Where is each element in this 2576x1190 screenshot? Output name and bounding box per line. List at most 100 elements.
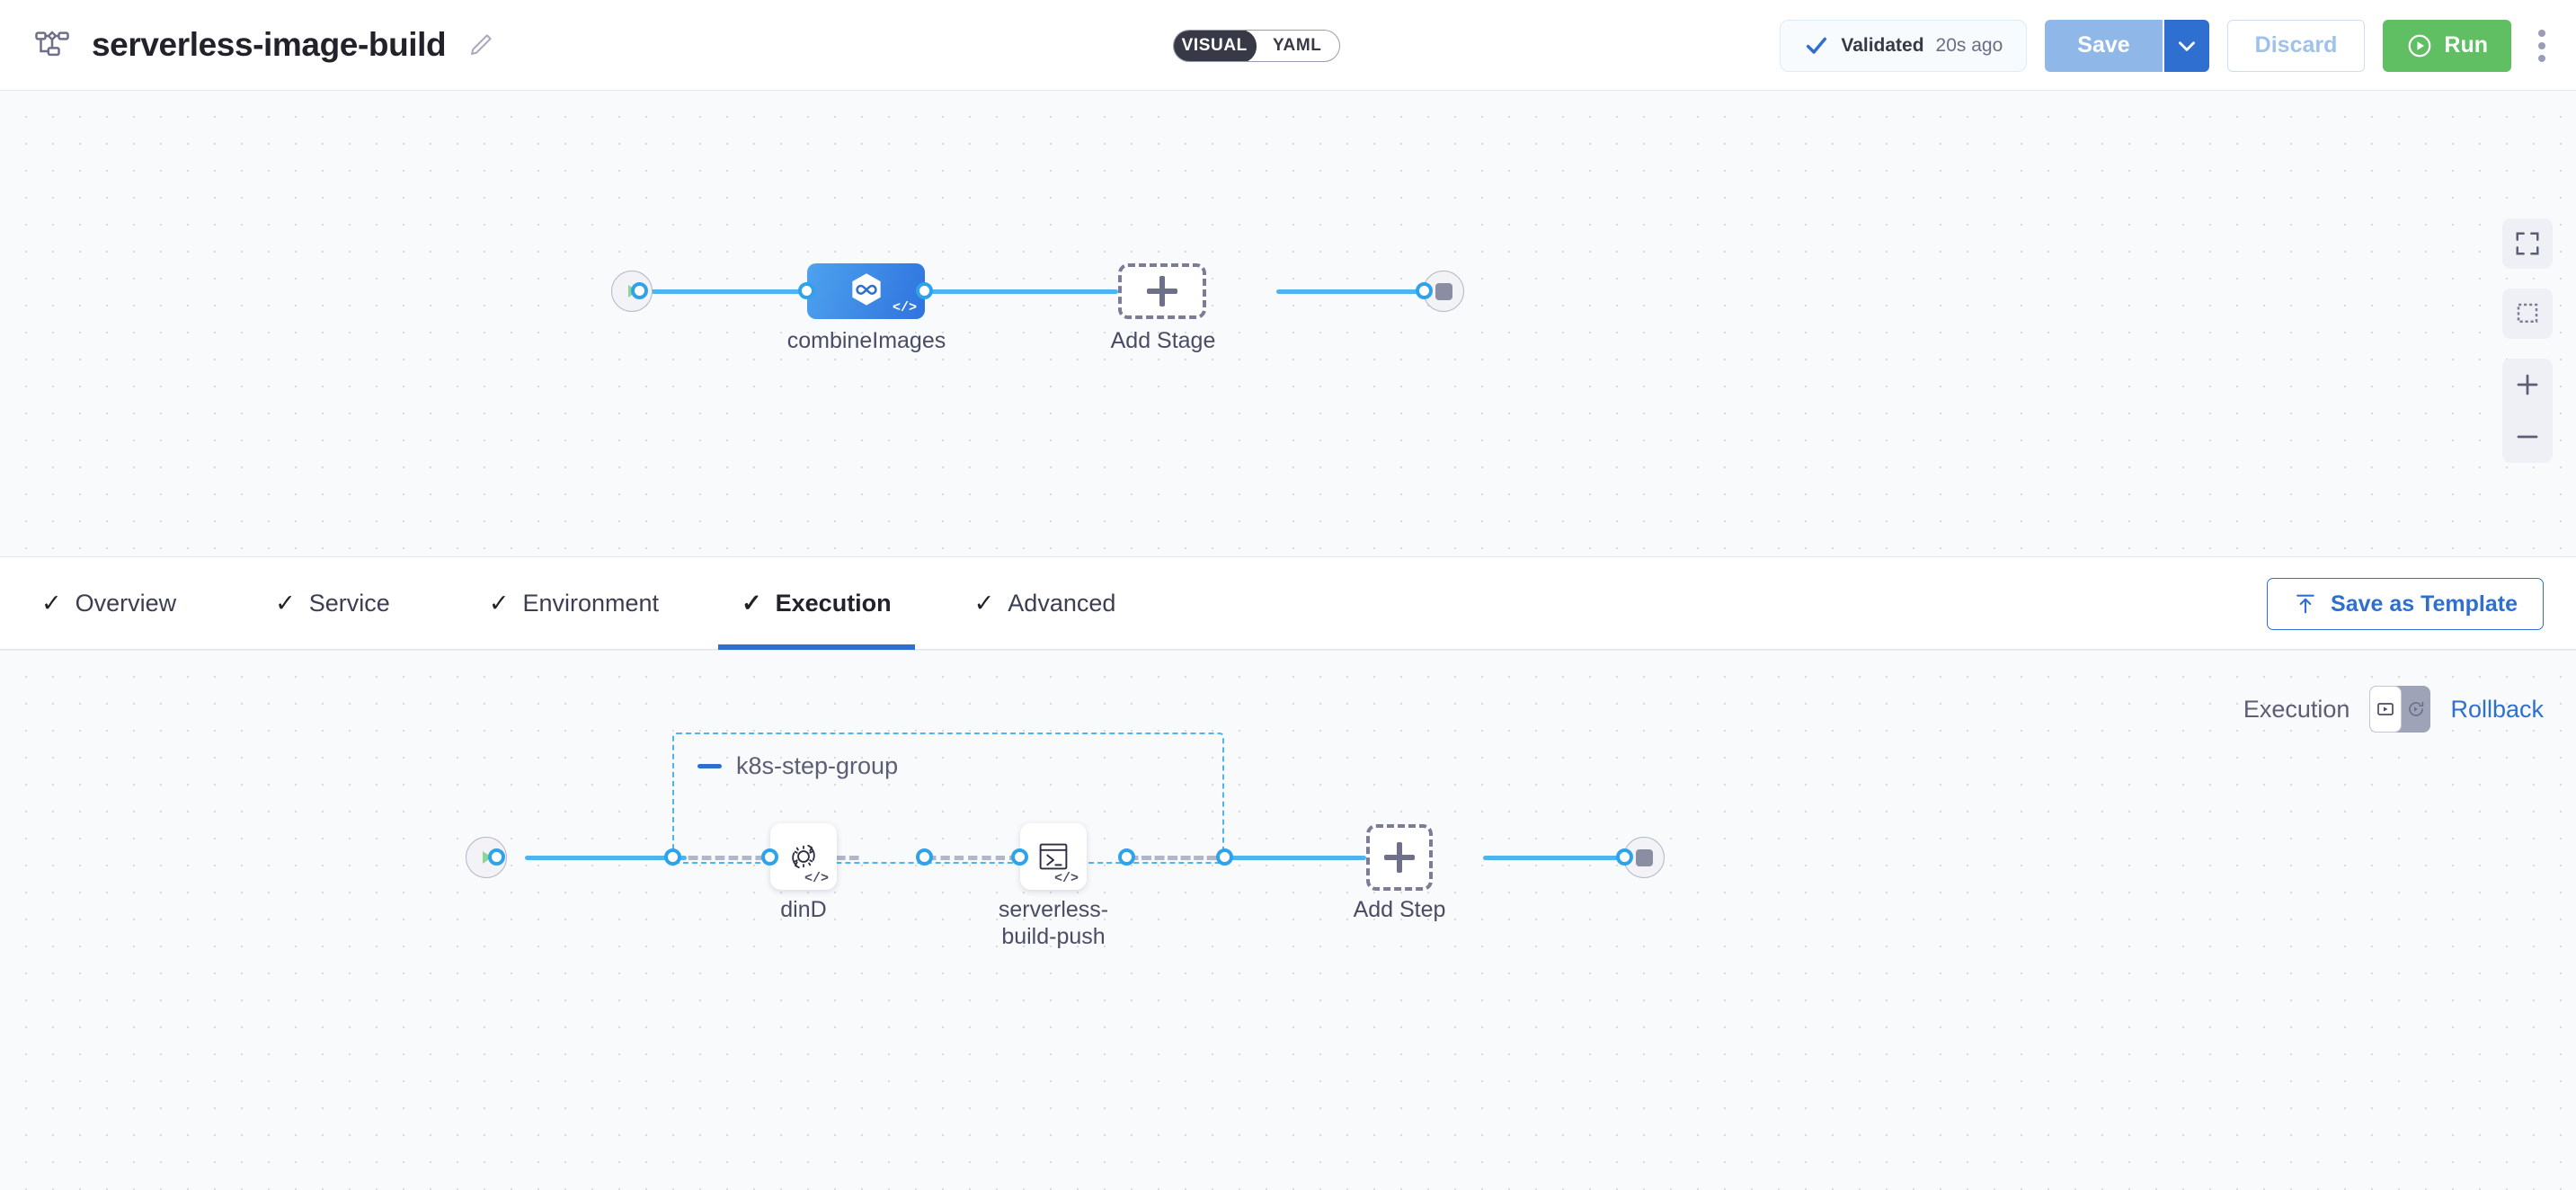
ci-infinity-hexagon-icon xyxy=(851,273,881,306)
add-step-button[interactable] xyxy=(1366,824,1433,891)
step-group-title: k8s-step-group xyxy=(736,752,899,779)
zoom-controls xyxy=(2502,359,2553,463)
view-mode-toggle[interactable]: VISUAL YAML xyxy=(1173,30,1340,62)
chevron-down-icon xyxy=(2178,40,2195,51)
check-icon: ✓ xyxy=(41,589,62,617)
connector-start-to-stage xyxy=(640,289,811,294)
end-node-port[interactable] xyxy=(1416,282,1433,299)
zoom-in-button[interactable] xyxy=(2502,359,2553,411)
tab-service[interactable]: ✓ Service xyxy=(252,556,413,650)
add-step-label: Add Step xyxy=(1353,897,1446,922)
step-group-header[interactable]: k8s-step-group xyxy=(697,752,898,780)
step-start-port[interactable] xyxy=(488,848,505,866)
rollback-label[interactable]: Rollback xyxy=(2450,695,2544,723)
tab-yaml[interactable]: YAML xyxy=(1273,36,1322,55)
tab-advanced[interactable]: ✓ Advanced xyxy=(951,556,1140,650)
selection-tool-button[interactable] xyxy=(2502,289,2553,339)
dind-label: dinD xyxy=(780,897,827,922)
check-icon: ✓ xyxy=(742,589,762,617)
play-circle-icon xyxy=(2409,34,2431,57)
connector-stage-to-add xyxy=(925,289,1118,294)
save-button-group: Save xyxy=(2045,19,2209,72)
execution-toggle-option[interactable] xyxy=(2369,686,2403,733)
execution-rollback-switcher: Execution Rollback xyxy=(2243,686,2544,733)
build-output-port[interactable] xyxy=(1118,848,1135,866)
tab-overview-label: Overview xyxy=(75,589,177,617)
serverless-build-push-label: serverless- build-push xyxy=(964,897,1143,950)
plus-icon xyxy=(2517,374,2538,395)
tab-execution-label: Execution xyxy=(775,589,892,617)
rollback-toggle-option[interactable] xyxy=(2402,686,2430,733)
execution-play-box-icon xyxy=(2377,703,2394,715)
stage-label: combineImages xyxy=(786,328,946,353)
save-as-template-button[interactable]: Save as Template xyxy=(2267,578,2544,630)
tab-service-label: Service xyxy=(308,589,390,617)
stage-code-badge: </> xyxy=(892,300,917,315)
start-node-port[interactable] xyxy=(631,282,648,299)
step-node-serverless-build-push[interactable]: </> xyxy=(1020,823,1087,890)
stage-config-tabs: ✓ Overview ✓ Service ✓ Environment ✓ Exe… xyxy=(0,556,2576,650)
tab-execution[interactable]: ✓ Execution xyxy=(718,556,915,650)
minus-icon xyxy=(2517,435,2538,439)
pencil-icon[interactable] xyxy=(466,30,496,60)
step-graph-canvas[interactable]: k8s-step-group </> dinD xyxy=(0,650,2576,1190)
page-title: serverless-image-build xyxy=(92,26,447,63)
stage-graph-canvas[interactable]: </> combineImages Add Stage xyxy=(0,91,2576,556)
status-badge-validated: Validated 20s ago xyxy=(1780,19,2028,72)
validated-time: 20s ago xyxy=(1935,34,2003,56)
step-node-dind[interactable]: </> xyxy=(770,823,837,890)
plus-icon xyxy=(1147,276,1177,306)
validated-label: Validated xyxy=(1841,34,1924,56)
tab-environment-label: Environment xyxy=(522,589,660,617)
stage-node-combineimages[interactable]: </> xyxy=(807,263,925,319)
upload-template-icon xyxy=(2296,594,2314,614)
kebab-menu-icon[interactable] xyxy=(2524,19,2560,73)
discard-button[interactable]: Discard xyxy=(2226,19,2366,72)
run-label: Run xyxy=(2444,32,2488,58)
tab-environment[interactable]: ✓ Environment xyxy=(466,556,682,650)
stage-output-port[interactable] xyxy=(916,282,933,299)
save-dropdown-button[interactable] xyxy=(2162,19,2209,72)
step-group-fill xyxy=(672,733,1224,864)
label-line-2: build-push xyxy=(1001,923,1106,949)
plus-icon xyxy=(1384,842,1415,873)
zoom-out-button[interactable] xyxy=(2502,411,2553,463)
canvas-controls xyxy=(2502,218,2553,463)
execution-label: Execution xyxy=(2243,695,2350,723)
play-icon xyxy=(483,851,492,864)
add-stage-button[interactable] xyxy=(1118,263,1206,319)
connector-add-to-end xyxy=(1276,289,1447,294)
connector-group-to-addstep xyxy=(1224,856,1366,860)
minus-icon[interactable] xyxy=(697,764,722,768)
dind-input-port[interactable] xyxy=(761,848,778,866)
group-output-port[interactable] xyxy=(1216,848,1233,866)
run-button[interactable]: Run xyxy=(2383,19,2511,72)
fit-to-screen-button[interactable] xyxy=(2502,218,2553,269)
build-input-port[interactable] xyxy=(1011,848,1028,866)
expand-corners-icon xyxy=(2516,232,2539,255)
header-actions: Validated 20s ago Save Discard Run xyxy=(1780,0,2560,91)
pipeline-flow-icon xyxy=(32,25,72,65)
stop-icon xyxy=(1435,282,1452,300)
connector-build-to-groupend xyxy=(1127,856,1224,860)
label-line-1: serverless- xyxy=(998,897,1109,922)
connector-addstep-to-end xyxy=(1483,856,1645,860)
connector-dind-to-build xyxy=(925,856,1061,860)
step-code-badge: </> xyxy=(1053,871,1079,886)
group-input-port[interactable] xyxy=(664,848,681,866)
check-icon: ✓ xyxy=(973,589,995,617)
check-icon: ✓ xyxy=(275,589,296,617)
execution-rollback-toggle[interactable] xyxy=(2369,686,2431,733)
tab-advanced-label: Advanced xyxy=(1008,589,1116,617)
dind-output-port[interactable] xyxy=(916,848,933,866)
tab-overview[interactable]: ✓ Overview xyxy=(18,556,200,650)
save-button[interactable]: Save xyxy=(2045,19,2163,72)
tab-visual[interactable]: VISUAL xyxy=(1174,31,1257,61)
connector-start-to-group xyxy=(525,856,687,860)
rollback-rotate-icon xyxy=(2409,701,2424,716)
marquee-select-icon xyxy=(2517,303,2538,323)
check-icon: ✓ xyxy=(488,589,510,617)
stage-input-port[interactable] xyxy=(798,282,815,299)
step-group-k8s[interactable] xyxy=(672,733,1224,864)
step-end-port[interactable] xyxy=(1616,848,1633,866)
